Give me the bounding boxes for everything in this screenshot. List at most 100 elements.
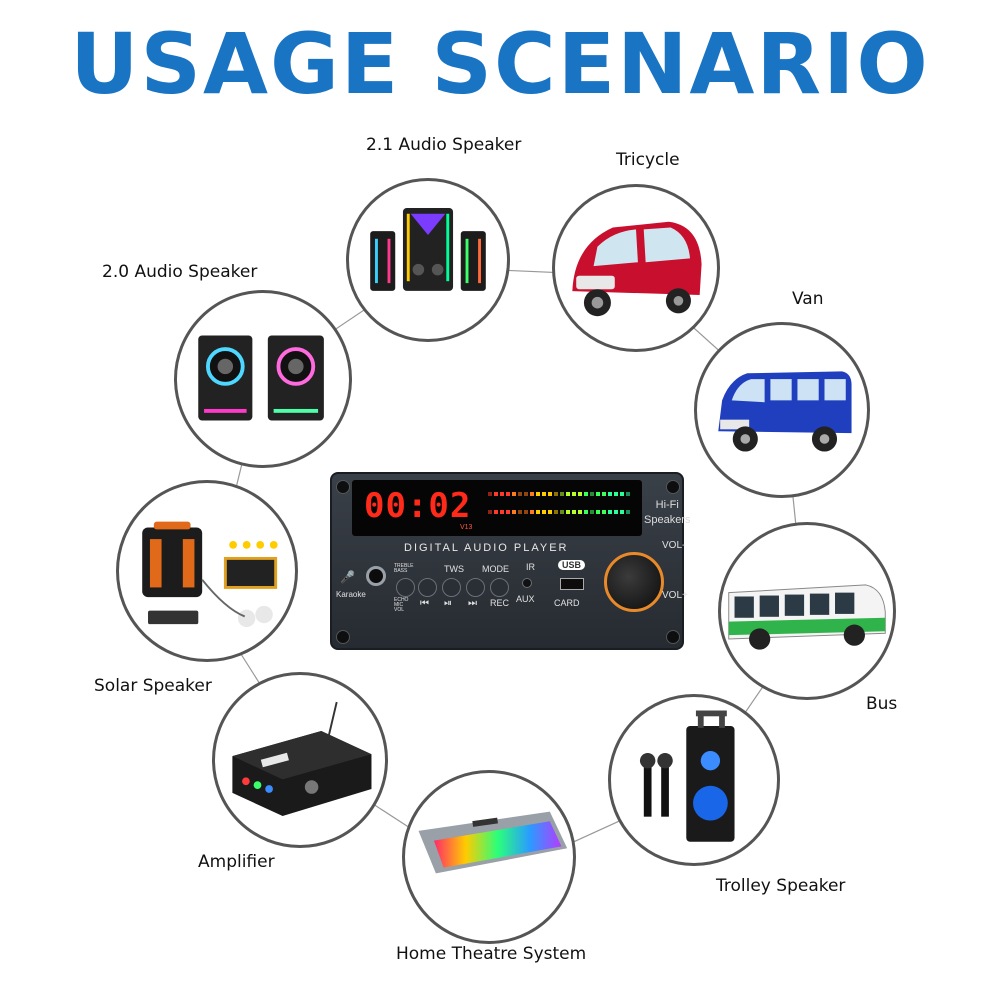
label-tricycle: Tricycle xyxy=(616,150,680,170)
label-van: Van xyxy=(792,289,824,309)
spectrum-bar xyxy=(596,510,600,514)
spectrum-bar xyxy=(536,510,540,514)
circle-tricycle[interactable] xyxy=(552,184,720,352)
spectrum-bar xyxy=(494,492,498,496)
spectrum-bar xyxy=(590,510,594,514)
spectrum-bar xyxy=(578,510,582,514)
spectrum-bar xyxy=(512,510,516,514)
spectrum-bar xyxy=(626,492,630,496)
circle-van[interactable] xyxy=(694,322,870,498)
tricycle-image xyxy=(572,221,702,317)
spectrum-bar xyxy=(488,510,492,514)
play-pause-icon: ⏯ xyxy=(444,598,452,609)
spectrum-bar xyxy=(548,492,552,496)
echo-mic-label: ECHO MIC VOL xyxy=(394,597,409,613)
spectrum-bar xyxy=(536,492,540,496)
spectrum-bar xyxy=(560,510,564,514)
label-amplifier: Amplifier xyxy=(198,852,275,872)
spectrum-bar xyxy=(602,510,606,514)
spectrum-bar xyxy=(602,492,606,496)
mode-button[interactable] xyxy=(490,578,509,597)
label-trolley-speaker: Trolley Speaker xyxy=(716,876,846,896)
circle-2-0-audio-speaker[interactable] xyxy=(174,290,352,468)
circle-trolley-speaker[interactable] xyxy=(608,694,780,866)
ir-label: IR xyxy=(526,562,535,572)
page-title: USAGE SCENARIO xyxy=(70,15,930,113)
circle-2-1-audio-speaker[interactable] xyxy=(346,178,510,342)
spectrum-bar xyxy=(488,492,492,496)
spectrum-bar xyxy=(500,492,504,496)
spectrum-bar xyxy=(506,510,510,514)
bus-image xyxy=(728,584,886,650)
screw-icon xyxy=(336,480,350,494)
spectrum-bar xyxy=(608,492,612,496)
soundbar-image xyxy=(418,811,568,874)
circle-solar-speaker[interactable] xyxy=(116,480,298,662)
spectrum-icon xyxy=(488,492,630,514)
treble-bass-label: TREBLE BASS xyxy=(394,563,414,574)
volume-knob[interactable] xyxy=(604,552,664,612)
spectrum-bar xyxy=(542,492,546,496)
screw-icon xyxy=(336,630,350,644)
mic-jack[interactable] xyxy=(366,566,386,586)
label-bus: Bus xyxy=(866,694,898,714)
screw-icon xyxy=(666,630,680,644)
spectrum-bar xyxy=(614,492,618,496)
spectrum-bar xyxy=(596,492,600,496)
spectrum-bar xyxy=(584,510,588,514)
next-icon: ⏭ xyxy=(468,598,477,609)
spectrum-bar xyxy=(548,510,552,514)
amplifier-image xyxy=(232,701,372,817)
solar-speaker-image xyxy=(142,521,278,628)
spectrum-bar xyxy=(572,492,576,496)
spectrum-bar xyxy=(572,510,576,514)
spectrum-bar xyxy=(620,492,624,496)
prev-icon: ⏮ xyxy=(420,598,429,609)
aux-label: AUX xyxy=(516,594,535,604)
label-2-1-audio-speaker: 2.1 Audio Speaker xyxy=(366,135,522,155)
spectrum-bar xyxy=(554,510,558,514)
next-button[interactable] xyxy=(466,578,485,597)
vol-minus-label: VOL- xyxy=(662,540,686,551)
time-display: 00:02 xyxy=(364,486,472,526)
ir-sensor xyxy=(522,578,532,588)
led-display: 00:02 V13 xyxy=(352,480,642,536)
spectrum-bar xyxy=(590,492,594,496)
card-label: CARD xyxy=(554,598,580,608)
spectrum-bar xyxy=(566,492,570,496)
spectrum-bar xyxy=(530,510,534,514)
usb-port[interactable] xyxy=(560,578,584,590)
usb-badge: USB xyxy=(558,560,586,570)
prev-button[interactable] xyxy=(418,578,437,597)
spectrum-bar xyxy=(584,492,588,496)
treble-bass-button[interactable] xyxy=(396,578,415,597)
rec-label: REC xyxy=(490,598,510,608)
spectrum-bar xyxy=(614,510,618,514)
microphone-icon: 🎤 xyxy=(340,570,355,584)
circle-home-theatre-system[interactable] xyxy=(402,770,576,944)
mode-label: MODE xyxy=(482,564,509,574)
speaker-2-1-image xyxy=(370,207,486,291)
spectrum-bar xyxy=(542,510,546,514)
spectrum-bar xyxy=(578,492,582,496)
spectrum-bar xyxy=(530,492,534,496)
spectrum-bar xyxy=(566,510,570,514)
spectrum-bar xyxy=(506,492,510,496)
circle-bus[interactable] xyxy=(718,522,896,700)
spectrum-bar xyxy=(620,510,624,514)
spectrum-bar xyxy=(608,510,612,514)
circle-amplifier[interactable] xyxy=(212,672,388,848)
trolley-speaker-image xyxy=(639,710,735,842)
hifi-label: Hi-Fi Speakers xyxy=(644,499,691,526)
version-text: V13 xyxy=(460,524,473,531)
vol-plus-label: VOL+ xyxy=(662,590,688,601)
play-pause-button[interactable] xyxy=(442,578,461,597)
spectrum-bar xyxy=(524,492,528,496)
spectrum-bar xyxy=(626,510,630,514)
screw-icon xyxy=(666,480,680,494)
spectrum-bar xyxy=(494,510,498,514)
spectrum-bar xyxy=(554,492,558,496)
label-home-theatre-system: Home Theatre System xyxy=(396,944,587,964)
van-image xyxy=(718,371,852,452)
spectrum-bar xyxy=(518,492,522,496)
